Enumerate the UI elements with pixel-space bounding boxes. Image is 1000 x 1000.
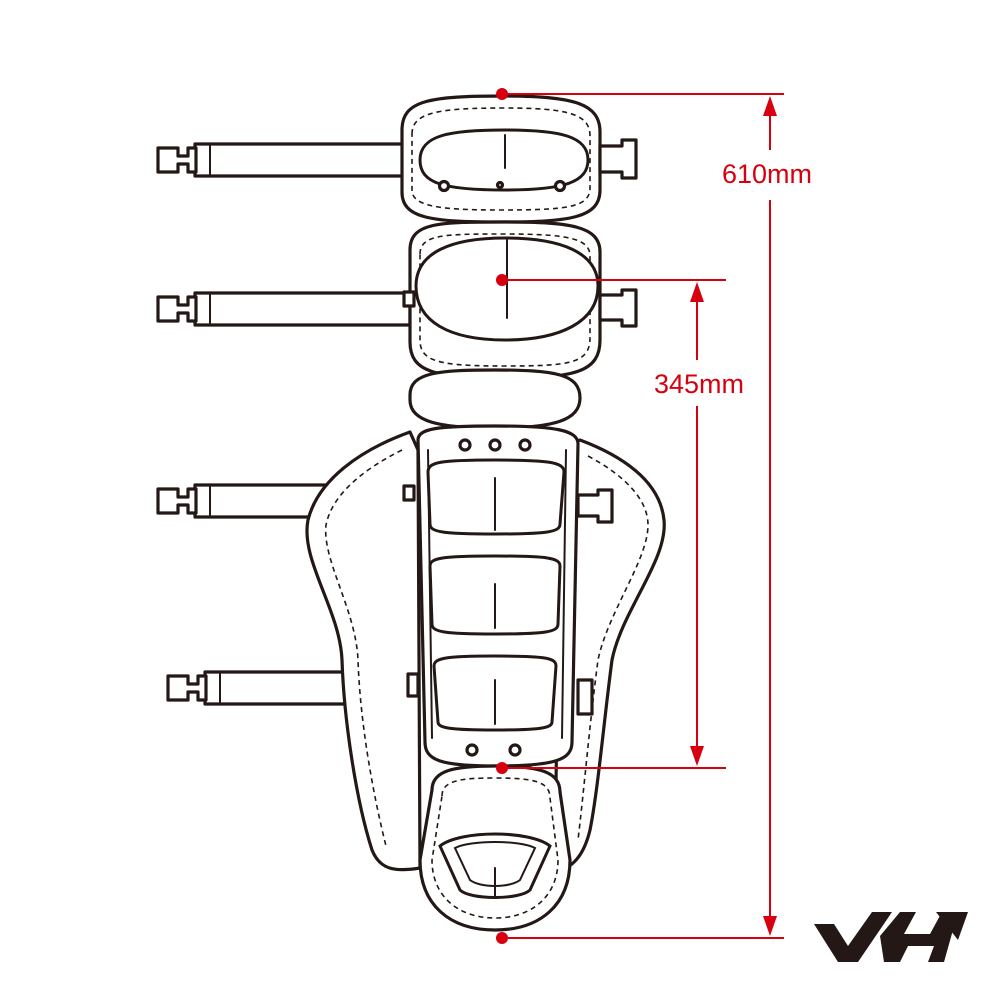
mid-band: [408, 368, 582, 430]
strap-1: [156, 142, 407, 178]
total-height-label: 610mm: [722, 159, 812, 189]
dimension-inner: 345mm: [496, 274, 744, 774]
upper-shin-pad: [402, 220, 638, 380]
strap-2: [156, 291, 412, 327]
side-wing-right: [553, 438, 666, 872]
knee-cap: [400, 94, 638, 224]
ankle-guard: [418, 764, 572, 932]
side-wing-left: [305, 430, 422, 872]
dimension-total: 610mm: [496, 88, 812, 944]
shin-plate: [402, 424, 614, 768]
hatakeyama-logo-icon: [814, 912, 968, 962]
inner-height-label: 345mm: [654, 369, 744, 399]
